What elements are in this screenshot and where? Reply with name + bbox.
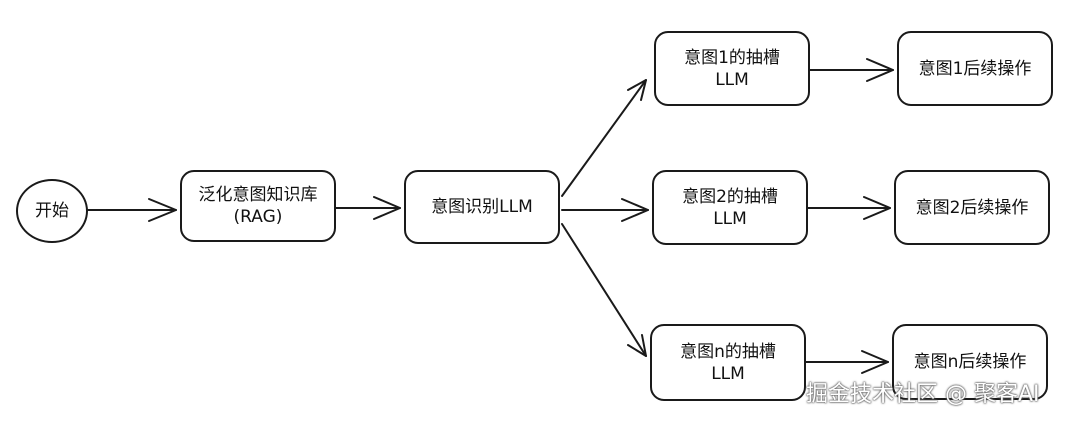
slot-node-n: 意图n的抽槽 LLM (650, 324, 806, 401)
op-node-n: 意图n后续操作 (892, 324, 1048, 400)
arrow-rag-to-intent (335, 196, 401, 220)
slot-node-2-line-2: LLM (713, 208, 747, 229)
op-node-2: 意图2后续操作 (894, 170, 1050, 245)
arrow-intent-to-slot2 (561, 198, 649, 222)
watermark: 掘金技术社区 @ 聚客AI (806, 382, 1040, 407)
slot-node-2-line-1: 意图2的抽槽 (682, 186, 778, 207)
arrow-slot2-to-op2 (807, 196, 891, 220)
rag-node-line-1: 泛化意图知识库 (198, 185, 318, 205)
slot-node-1-line-1: 意图1的抽槽 (684, 47, 780, 68)
intent-recognition-label: 意图识别LLM (431, 197, 533, 217)
arrow-slot1-to-op1 (809, 58, 894, 82)
start-node: 开始 (16, 179, 88, 243)
slot-node-2: 意图2的抽槽 LLM (652, 170, 808, 245)
arrow-slotn-to-opn (805, 350, 889, 374)
arrow-intent-to-slotn (561, 223, 647, 357)
slot-node-1: 意图1的抽槽 LLM (654, 31, 810, 106)
slot-node-1-line-2: LLM (715, 69, 749, 90)
rag-node-line-2: (RAG) (233, 207, 283, 227)
op-node-2-label: 意图2后续操作 (915, 197, 1029, 218)
slot-node-n-line-1: 意图n的抽槽 (680, 341, 776, 362)
slot-node-n-line-2: LLM (711, 363, 745, 384)
arrow-intent-to-slot1 (561, 79, 647, 197)
op-node-1-label: 意图1后续操作 (918, 58, 1032, 79)
intent-recognition-node: 意图识别LLM (404, 170, 560, 244)
start-node-label: 开始 (35, 201, 69, 221)
rag-node: 泛化意图知识库 (RAG) (180, 170, 336, 242)
op-node-1: 意图1后续操作 (897, 31, 1053, 106)
arrow-start-to-rag (87, 198, 177, 222)
op-node-n-label: 意图n后续操作 (913, 352, 1027, 372)
